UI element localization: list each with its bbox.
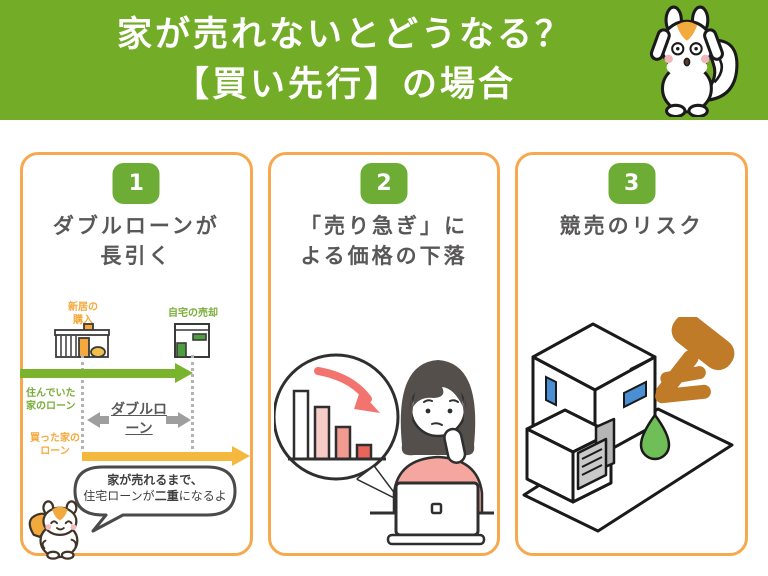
double-loan-arrow-left — [84, 412, 109, 428]
bubble-line2-bold: 二重 — [154, 489, 179, 503]
down-arrow-icon — [313, 367, 372, 403]
happy-squirrel-icon — [28, 500, 79, 560]
price-drop-illustration — [273, 353, 494, 546]
card3-number-badge: 3 — [608, 163, 656, 204]
shocked-squirrel-mascot-icon — [649, 5, 739, 117]
page-title-line1: 家が売れないとどうなる？ — [116, 15, 573, 55]
card-auction-risk: 3 競売のリスク — [515, 152, 749, 556]
old-loan-label-line2: 家のローン — [26, 401, 76, 412]
old-loan-arrow — [20, 363, 195, 384]
bush-icon — [640, 412, 671, 461]
header-banner: 家が売れないとどうなる？ 【買い先行】の場合 — [0, 0, 768, 120]
home-sale-label: 自宅の売却 — [168, 308, 218, 319]
bubble-line2: 住宅ローンが二重になるよ — [75, 488, 235, 504]
double-loan-label-line1: ダブルロ — [111, 402, 167, 418]
card2-title-line2: よる価格の下落 — [300, 244, 468, 268]
page-title: 家が売れないとどうなる？ 【買い先行】の場合 — [40, 10, 650, 110]
garage-door — [577, 437, 608, 491]
page-title-line2: 【買い先行】の場合 — [173, 65, 516, 105]
sold-house-icon — [174, 323, 210, 358]
card1-title: ダブルローンが 長引く — [23, 211, 250, 271]
cards-row: 1 ダブルローンが 長引く 新居の 購入 自宅の売却 — [20, 152, 749, 560]
new-loan-label-line2: ローン — [40, 446, 70, 457]
new-home-purchase-label: 新居の 購入 — [54, 301, 112, 327]
double-loan-label-line2: ーン — [125, 421, 153, 437]
bubble-line2-pre: 住宅ローンが — [83, 489, 155, 503]
card3-title: 競売のリスク — [518, 211, 745, 241]
timeline-dotted-line-left — [81, 355, 84, 449]
new-loan-label-line1: 買った家の — [30, 433, 80, 444]
timeline-dotted-line-right — [191, 355, 194, 449]
old-loan-label-line1: 住んでいた — [26, 388, 76, 399]
card1-number-badge: 1 — [112, 163, 160, 204]
card-double-loan: 1 ダブルローンが 長引く 新居の 購入 自宅の売却 — [20, 152, 253, 560]
bubble-line2-post: になるよ — [178, 489, 227, 503]
double-loan-label: ダブルロ ーン — [109, 401, 169, 439]
declining-bar-chart-icon — [287, 367, 386, 461]
card1-title-line2: 長引く — [100, 244, 173, 268]
old-loan-label: 住んでいた 家のローン — [23, 387, 87, 413]
card3-title-line1: 競売のリスク — [559, 214, 704, 238]
card2-title-line1: 「売り急ぎ」に — [300, 214, 468, 238]
window-right — [623, 380, 648, 409]
double-loan-arrow-right — [166, 412, 191, 428]
auction-risk-illustration — [522, 317, 735, 533]
new-home-label-line1: 新居の — [68, 302, 98, 313]
speech-bubble-text: 家が売れるまで、 住宅ローンが二重になるよ — [75, 472, 235, 504]
new-loan-arrow — [82, 446, 252, 467]
new-loan-label: 買った家の ローン — [25, 432, 85, 458]
card2-title: 「売り急ぎ」に よる価格の下落 — [271, 211, 498, 271]
window-left — [545, 375, 558, 407]
card-price-drop: 2 「売り急ぎ」に よる価格の下落 — [267, 152, 501, 556]
card2-number-badge: 2 — [360, 163, 408, 204]
worried-woman-illustration — [369, 360, 494, 546]
gavel-icon — [655, 317, 735, 404]
speech-bubble — [73, 465, 237, 533]
card1-title-line1: ダブルローンが — [52, 214, 220, 238]
new-house-icon — [54, 323, 110, 358]
bubble-line1: 家が売れるまで、 — [107, 473, 203, 487]
new-home-label-line2: 購入 — [73, 315, 93, 326]
